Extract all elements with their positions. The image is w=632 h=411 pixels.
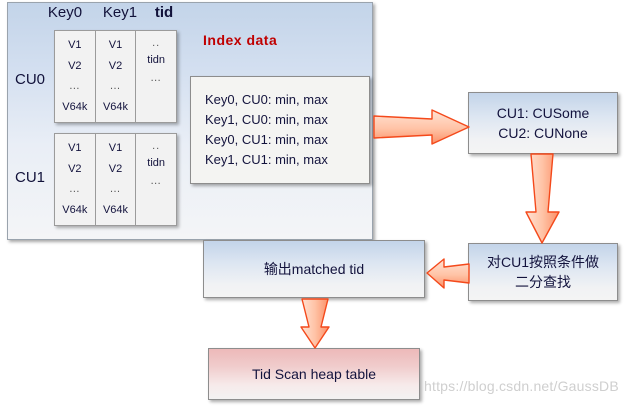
minmax-line: Key1, CU0: min, max	[205, 112, 328, 127]
cell: ..	[152, 37, 161, 49]
matched-tid-box: 输出matched tid	[203, 240, 425, 298]
arrow-left-to-matched-tid	[426, 258, 470, 290]
arrow-right-to-cu-result	[373, 108, 470, 146]
cu1-column-tid: .. tidn …	[136, 134, 176, 225]
cu1-label: CU1	[15, 169, 46, 186]
minmax-line: Key1, CU1: min, max	[205, 152, 328, 167]
cell: ..	[152, 140, 161, 152]
cu1-column-key0: V1 V2 … V64k	[55, 134, 96, 225]
binary-search-line: 对CU1按照条件做	[486, 254, 599, 270]
cu1-table: V1 V2 … V64k V1 V2 … V64k .. tidn …	[54, 133, 177, 226]
cu-result-box: CU1: CUSome CU2: CUNone	[468, 92, 618, 154]
cu0-table: V1 V2 … V64k V1 V2 … V64k .. tidn …	[54, 30, 177, 123]
cell: …	[150, 175, 163, 187]
cu-result-line: CU2: CUNone	[498, 125, 588, 141]
cell: V64k	[62, 100, 88, 113]
cell: …	[68, 183, 81, 196]
matched-tid-line: 输出matched tid	[263, 261, 365, 277]
cell: V2	[108, 59, 123, 72]
watermark-text: https://blog.csdn.net/GaussDB	[424, 378, 619, 394]
cell: V1	[108, 142, 123, 155]
cell: V64k	[102, 203, 129, 216]
cell: V2	[68, 59, 82, 72]
cell: V64k	[102, 100, 129, 113]
arrow-down-to-binary-search	[523, 153, 567, 244]
cell: …	[109, 183, 122, 196]
cell: tidn	[147, 157, 166, 169]
cell: …	[68, 80, 81, 93]
cu-result-line: CU1: CUSome	[496, 105, 590, 121]
column-header-key0: Key0	[47, 4, 83, 21]
cell: V1	[68, 142, 82, 155]
cell: V1	[68, 39, 82, 52]
tid-scan-box: Tid Scan heap table	[208, 348, 420, 400]
column-header-tid: tid	[154, 4, 174, 21]
column-header-key1: Key1	[102, 4, 138, 21]
cu0-column-key0: V1 V2 … V64k	[55, 31, 96, 122]
index-minmax-box: Key0, CU0: min, max Key1, CU0: min, max …	[190, 76, 370, 184]
binary-search-line: 二分查找	[515, 274, 571, 290]
binary-search-box: 对CU1按照条件做 二分查找	[468, 243, 618, 301]
cu0-column-key1: V1 V2 … V64k	[96, 31, 137, 122]
cell: V64k	[62, 203, 88, 216]
cell: tidn	[147, 54, 166, 66]
cell: …	[109, 80, 122, 93]
cu0-column-tid: .. tidn …	[136, 31, 176, 122]
cell: V2	[108, 162, 123, 175]
cu1-column-key1: V1 V2 … V64k	[96, 134, 137, 225]
minmax-line: Key0, CU1: min, max	[205, 132, 328, 147]
cell: V2	[68, 162, 82, 175]
tid-scan-line: Tid Scan heap table	[251, 366, 376, 382]
cell: …	[150, 72, 163, 84]
cell: V1	[108, 39, 123, 52]
arrow-down-to-tid-scan	[296, 298, 336, 349]
cu0-label: CU0	[15, 71, 46, 88]
minmax-line: Key0, CU0: min, max	[205, 92, 328, 107]
index-data-title: Index data	[203, 32, 278, 48]
